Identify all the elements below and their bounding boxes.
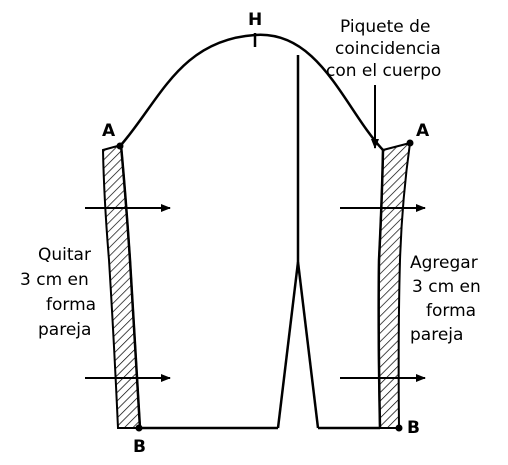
point-b-right-dot [395,424,403,432]
point-b-left-dot [135,424,143,432]
left-hatched-strip [101,143,142,429]
label-a-left: A [102,121,116,141]
notch-note-line-2: coincidencia [335,39,441,59]
right-note-line-4: pareja [410,325,463,345]
point-a-left-dot [116,142,124,150]
notch-note-line-3: con el cuerpo [326,61,441,81]
right-note-line-1: Agregar [410,253,478,273]
dart-right-leg [296,261,320,429]
left-side-line [119,144,142,429]
left-note-line-4: pareja [38,320,91,340]
notch-note-line-1: Piquete de [340,17,430,37]
label-a-right: A [416,121,430,141]
left-note-line-2: 3 cm en [20,270,89,290]
right-note-line-2: 3 cm en [412,277,481,297]
right-note-line-3: forma [426,301,476,321]
left-note-line-1: Quitar [38,245,91,265]
right-hatched-strip [377,141,412,429]
right-side-line [377,149,385,429]
point-a-right-dot [406,139,414,147]
label-b-right: B [407,418,420,438]
dart-left-leg [276,261,300,429]
left-note-line-3: forma [46,295,96,315]
label-b-left: B [133,437,146,457]
label-h: H [248,10,262,30]
